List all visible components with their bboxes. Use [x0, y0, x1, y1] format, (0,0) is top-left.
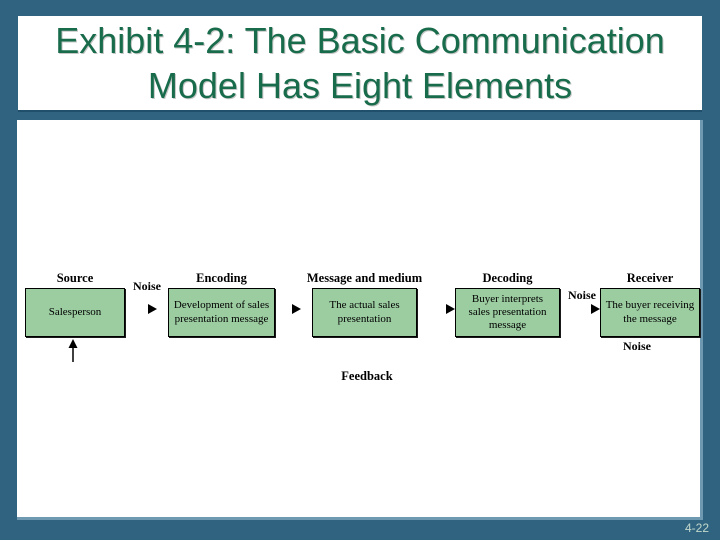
flow-arrow-icon — [446, 304, 455, 314]
stage-box-source: Salesperson — [25, 288, 125, 337]
stage-header-message: Message and medium — [306, 271, 423, 285]
flow-arrow-icon — [591, 304, 600, 314]
diagram-canvas: Source Encoding Message and medium Decod… — [17, 120, 703, 520]
feedback-arrow-icon — [68, 339, 78, 362]
stage-box-encoding: Development of sales presentation messag… — [168, 288, 275, 337]
slide-page-number: 4-22 — [684, 521, 709, 535]
stage-box-decoding: Buyer interprets sales presentation mess… — [455, 288, 560, 337]
stage-box-receiver: The buyer receiving the message — [600, 288, 700, 337]
stage-header-decoding: Decoding — [482, 271, 533, 285]
noise-label-right: Noise — [568, 288, 596, 302]
slide-title-line2: Model Has Eight Elements — [147, 65, 573, 106]
feedback-label: Feedback — [341, 369, 393, 383]
stage-header-receiver: Receiver — [626, 271, 674, 285]
noise-label-bottom: Noise — [623, 339, 651, 353]
slide-title: Exhibit 4-2: The Basic Communication Mod… — [18, 16, 702, 112]
stage-box-message: The actual sales presentation — [312, 288, 417, 337]
flow-arrow-icon — [292, 304, 301, 314]
noise-label-left: Noise — [133, 279, 161, 293]
slide-title-line1: Exhibit 4-2: The Basic Communication — [55, 20, 665, 61]
flow-arrow-icon — [148, 304, 157, 314]
stage-header-encoding: Encoding — [196, 271, 247, 285]
stage-header-source: Source — [56, 271, 94, 285]
